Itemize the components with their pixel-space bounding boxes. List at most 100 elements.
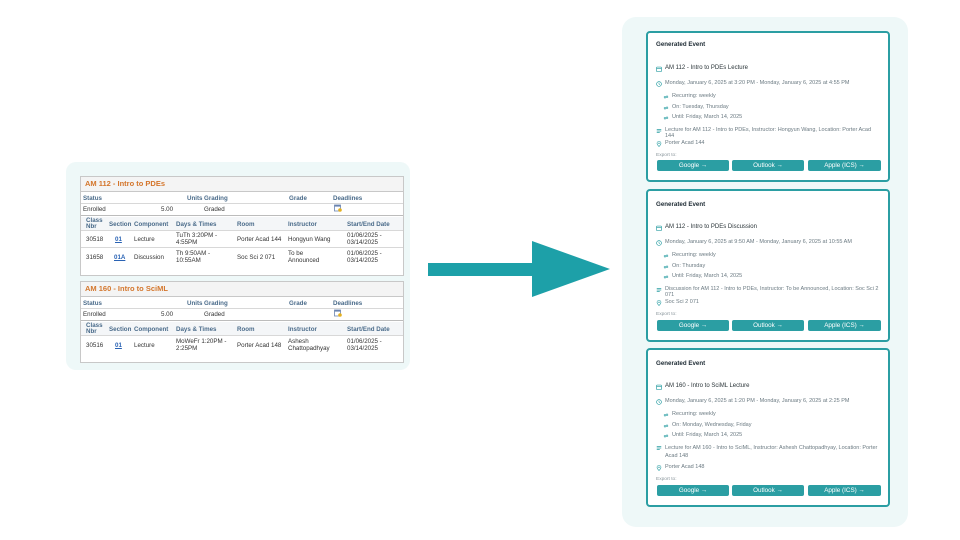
- export-outlook-button[interactable]: Outlook →: [732, 160, 804, 171]
- event-location: Soc Sci 2 071: [665, 299, 699, 305]
- status-header: Status: [83, 195, 102, 202]
- event-time-row: Monday, January 6, 2025 at 3:20 PM - Mon…: [656, 80, 881, 87]
- class-nbr-header: Class Nbr: [86, 322, 103, 335]
- calendar-icon: [656, 225, 662, 231]
- units-header: Units: [187, 195, 203, 202]
- component: Lecture: [134, 342, 155, 349]
- class-nbr-header: Class Nbr: [86, 217, 103, 230]
- repeat-icon: [663, 264, 669, 269]
- course-title: AM 160 - Intro to SciML: [81, 282, 403, 297]
- calendar-deadline-icon[interactable]: [334, 204, 342, 212]
- repeat-icon: [663, 253, 669, 258]
- schedule-panel: AM 112 - Intro to PDEs Status Units Grad…: [66, 162, 410, 370]
- recurrence-until: Until: Friday, March 14, 2025: [672, 273, 743, 279]
- recurring-days-row: On: Tuesday, Thursday: [663, 104, 888, 111]
- event-title: AM 112 - Intro to PDEs Discussion: [665, 224, 757, 230]
- grade-header: Grade: [289, 195, 307, 202]
- recurrence-frequency: Recurring: weekly: [672, 411, 716, 417]
- section-header: Section: [109, 326, 132, 333]
- calendar-icon: [656, 384, 662, 390]
- section-link[interactable]: 01A: [114, 254, 126, 261]
- start-end-date: 01/06/2025 - 03/14/2025: [347, 232, 382, 246]
- recurring-days-row: On: Thursday: [663, 263, 888, 270]
- description-row: Discussion for AM 112 - Intro to PDEs, I…: [656, 286, 881, 298]
- export-google-button[interactable]: Google →: [657, 160, 729, 171]
- event-card: Generated Event AM 160 - Intro to SciML …: [646, 348, 890, 507]
- section-link[interactable]: 01: [115, 236, 122, 243]
- event-location: Porter Acad 144: [665, 140, 705, 146]
- start-end-date-header: Start/End Date: [347, 326, 390, 333]
- room-header: Room: [237, 326, 255, 333]
- class-nbr: 31658: [86, 254, 104, 261]
- start-end-date: 01/06/2025 - 03/14/2025: [347, 338, 382, 352]
- event-description: Discussion for AM 112 - Intro to PDEs, I…: [665, 286, 879, 298]
- export-google-button[interactable]: Google →: [657, 485, 729, 496]
- recurrence-frequency: Recurring: weekly: [672, 252, 716, 258]
- recurring-row: Recurring: weekly: [663, 252, 888, 259]
- export-label: Export to:: [656, 153, 677, 158]
- start-end-date-header: Start/End Date: [347, 221, 390, 228]
- event-title-row: AM 112 - Intro to PDEs Discussion: [656, 224, 881, 231]
- repeat-icon: [663, 105, 669, 110]
- clock-icon: [656, 398, 662, 405]
- repeat-icon: [663, 433, 669, 438]
- clock-icon: [656, 239, 662, 246]
- description-icon: [656, 128, 662, 133]
- recurrence-days: On: Monday, Wednesday, Friday: [672, 422, 752, 428]
- units-value: 5.00: [161, 311, 174, 318]
- section-link[interactable]: 01: [115, 342, 122, 349]
- recurring-days-row: On: Monday, Wednesday, Friday: [663, 422, 888, 429]
- days-times: Th 9:50AM - 10:55AM: [176, 250, 211, 264]
- event-description: Lecture for AM 160 - Intro to SciML, Ins…: [665, 445, 878, 459]
- days-times: MoWeFr 1:20PM - 2:25PM: [176, 338, 227, 352]
- location-pin-icon: [656, 464, 662, 471]
- component: Discussion: [134, 254, 164, 261]
- event-time: Monday, January 6, 2025 at 3:20 PM - Mon…: [665, 80, 850, 86]
- deadlines-header: Deadlines: [333, 195, 363, 202]
- event-title-row: AM 160 - Intro to SciML Lecture: [656, 383, 881, 390]
- card-heading: Generated Event: [656, 360, 706, 367]
- event-title: AM 160 - Intro to SciML Lecture: [665, 383, 750, 389]
- grade-header: Grade: [289, 300, 307, 307]
- class-nbr: 30518: [86, 236, 104, 243]
- location-row: Porter Acad 144: [656, 140, 881, 147]
- export-label: Export to:: [656, 477, 677, 482]
- repeat-icon: [663, 115, 669, 120]
- course-block: AM 112 - Intro to PDEs Status Units Grad…: [80, 176, 404, 276]
- room-header: Room: [237, 221, 255, 228]
- event-card: Generated Event AM 112 - Intro to PDEs L…: [646, 31, 890, 182]
- instructor-header: Instructor: [288, 326, 317, 333]
- component: Lecture: [134, 236, 155, 243]
- deadlines-header: Deadlines: [333, 300, 363, 307]
- section-header: Section: [109, 221, 132, 228]
- recurrence-until: Until: Friday, March 14, 2025: [672, 432, 743, 438]
- room: Soc Sci 2 071: [237, 254, 276, 261]
- export-apple-ics-button[interactable]: Apple (ICS) →: [808, 160, 881, 171]
- course-title: AM 112 - Intro to PDEs: [81, 177, 403, 192]
- card-heading: Generated Event: [656, 41, 706, 48]
- grading-value: Graded: [204, 206, 225, 213]
- location-row: Soc Sci 2 071: [656, 299, 881, 306]
- description-row: Lecture for AM 160 - Intro to SciML, Ins…: [656, 444, 881, 460]
- export-apple-ics-button[interactable]: Apple (ICS) →: [808, 485, 881, 496]
- calendar-deadline-icon[interactable]: [334, 309, 342, 317]
- export-outlook-button[interactable]: Outlook →: [732, 485, 804, 496]
- instructor: Hongyun Wang: [288, 236, 331, 243]
- export-google-button[interactable]: Google →: [657, 320, 729, 331]
- event-time: Monday, January 6, 2025 at 1:20 PM - Mon…: [665, 398, 850, 404]
- instructor-header: Instructor: [288, 221, 317, 228]
- start-end-date: 01/06/2025 - 03/14/2025: [347, 250, 382, 264]
- recurrence-frequency: Recurring: weekly: [672, 93, 716, 99]
- status-header: Status: [83, 300, 102, 307]
- export-outlook-button[interactable]: Outlook →: [732, 320, 804, 331]
- recurring-until-row: Until: Friday, March 14, 2025: [663, 114, 888, 121]
- export-apple-ics-button[interactable]: Apple (ICS) →: [808, 320, 881, 331]
- days-times-header: Days & Times: [176, 221, 217, 228]
- component-header: Component: [134, 326, 169, 333]
- repeat-icon: [663, 94, 669, 99]
- grading-value: Graded: [204, 311, 225, 318]
- grading-header: Grading: [204, 195, 228, 202]
- class-nbr: 30516: [86, 342, 104, 349]
- description-icon: [656, 287, 662, 292]
- event-time-row: Monday, January 6, 2025 at 9:50 AM - Mon…: [656, 239, 881, 246]
